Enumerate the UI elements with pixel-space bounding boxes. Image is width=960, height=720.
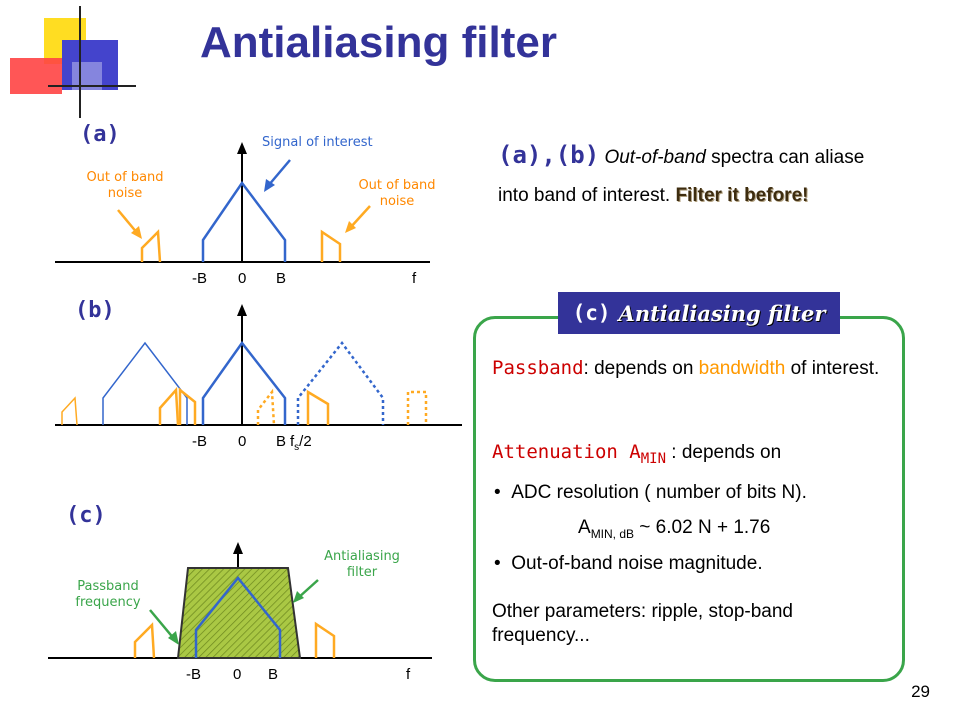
panel-c-spectrum — [48, 542, 432, 659]
fs-suffix: /2 — [299, 433, 312, 450]
panel-a-label: (a) — [80, 122, 120, 147]
filter-box-title: (c) Antialiasing filter — [558, 292, 840, 334]
note-prefix: (a),(b) — [498, 141, 600, 169]
panel-a-tick-f: f — [412, 270, 417, 287]
formula: AMIN, dB ~ 6.02 N + 1.76 — [578, 516, 770, 546]
panel-b-spectrum — [55, 304, 462, 426]
passband-paragraph: Passband: depends on bandwidth of intere… — [492, 356, 892, 381]
slide-title: Antialiasing filter — [200, 18, 557, 67]
formula-a: A — [578, 517, 591, 538]
panel-a-tick-b: B — [276, 270, 287, 287]
bullet-adc-resolution: • ADC resolution ( number of bits N). — [494, 481, 807, 505]
fs-sub: s — [294, 442, 300, 453]
passband-label-line1: Passband — [77, 579, 139, 594]
panel-a-tick-neg-b: -B — [192, 270, 207, 287]
note-text: spectra can aliase into band of interest… — [498, 147, 865, 206]
panel-b-tick-zero: 0 — [238, 433, 247, 450]
panel-b-label: (b) — [75, 298, 115, 323]
panel-a-spectrum — [55, 142, 430, 263]
filter-label-line2: filter — [346, 565, 378, 580]
formula-rest: ~ 6.02 N + 1.76 — [634, 517, 771, 538]
bullet2-text: Out-of-band noise magnitude. — [511, 553, 763, 574]
panel-c-label: (c) — [66, 503, 106, 528]
bullet-noise-magnitude: • Out-of-band noise magnitude. — [494, 552, 763, 576]
attenuation-paragraph: Attenuation AMIN : depends on — [492, 440, 892, 471]
panel-b-tick-neg-b: -B — [192, 433, 207, 450]
noise-left-line1: Out of band — [86, 170, 164, 185]
formula-sub: MIN, dB — [590, 526, 635, 541]
fs-base: f — [290, 433, 295, 450]
passband-term: Passband — [492, 357, 584, 379]
passband-text1: : depends on — [583, 358, 699, 379]
passband-highlight: bandwidth — [698, 358, 786, 379]
page-number: 29 — [911, 682, 930, 701]
panel-b-tick-b: B — [276, 433, 287, 450]
panel-c-tick-f: f — [406, 666, 411, 683]
box-title-text: Antialiasing filter — [618, 300, 826, 326]
note-italic: Out-of-band — [604, 147, 706, 168]
panel-c-tick-neg-b: -B — [186, 666, 201, 683]
attenuation-sub: MIN — [640, 450, 667, 467]
panel-a-tick-zero: 0 — [238, 270, 247, 287]
note-emphasis: Filter it before! — [675, 185, 809, 206]
panel-b-tick-fs: fs/2 — [290, 433, 312, 453]
attenuation-term: Attenuation A — [492, 441, 641, 463]
noise-left-line2: noise — [107, 186, 143, 201]
passband-label-line2: frequency — [75, 595, 141, 610]
filter-label-line1: Antialiasing — [324, 549, 400, 564]
attenuation-text: : depends on — [666, 442, 782, 463]
panel-c-tick-b: B — [268, 666, 279, 683]
bullet1-text: ADC resolution ( number of bits N). — [511, 482, 807, 503]
passband-text2: of interest. — [785, 358, 880, 379]
bullet-dot-icon: • — [494, 553, 512, 574]
other-parameters: Other parameters: ripple, stop-band freq… — [492, 601, 793, 646]
bullet-dot-icon: • — [494, 482, 512, 503]
box-title-prefix: (c) — [572, 301, 611, 325]
noise-right-line2: noise — [379, 194, 415, 209]
signal-of-interest-label: Signal of interest — [262, 135, 373, 150]
logo-blocks-icon — [10, 6, 136, 118]
panel-c-tick-zero: 0 — [233, 666, 242, 683]
aliasing-note: (a),(b) Out-of-band spectra can aliase i… — [498, 136, 878, 215]
noise-right-line1: Out of band — [358, 178, 436, 193]
